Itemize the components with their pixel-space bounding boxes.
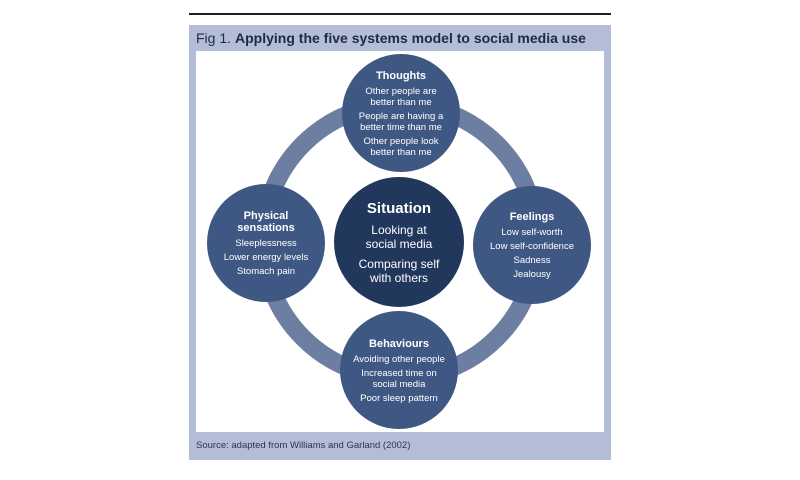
diagram-panel: Thoughts Other people are better than me…	[189, 51, 611, 432]
physical-node: Physical sensations Sleeplessness Lower …	[210, 197, 322, 289]
thoughts-item: People are having a better time than me	[358, 111, 444, 133]
feelings-item: Low self-confidence	[490, 240, 574, 252]
behaviours-item: Increased time on social media	[361, 368, 437, 390]
thoughts-node: Thoughts Other people are better than me…	[344, 61, 458, 167]
figure: Fig 1.Applying the five systems model to…	[189, 13, 611, 460]
feelings-title: Feelings	[509, 210, 555, 223]
physical-circle	[207, 184, 325, 302]
figure-title: Applying the five systems model to socia…	[235, 30, 586, 46]
thoughts-item: Other people are better than me	[365, 86, 437, 108]
behaviours-circle	[340, 311, 458, 429]
physical-item: Stomach pain	[236, 265, 296, 277]
figure-source: Source: adapted from Williams and Garlan…	[189, 432, 611, 460]
situation-item: Comparing self with others	[358, 256, 440, 285]
feelings-circle	[473, 186, 591, 304]
thoughts-circle	[342, 54, 460, 172]
thoughts-item: Other people look better than me	[363, 136, 439, 158]
feelings-item: Low self-worth	[501, 226, 563, 238]
diagram-graphic	[207, 54, 591, 429]
thoughts-title: Thoughts	[375, 70, 427, 82]
situation-node: Situation Looking at social media Compar…	[339, 187, 459, 297]
figure-number: Fig 1.	[196, 30, 232, 46]
top-rule	[189, 13, 611, 15]
feelings-item: Sadness	[513, 254, 551, 266]
situation-circle	[334, 177, 464, 307]
feelings-item: Jealousy	[513, 268, 551, 280]
physical-item: Lower energy levels	[223, 251, 309, 263]
diagram-area: Thoughts Other people are better than me…	[196, 51, 604, 432]
physical-item: Sleeplessness	[235, 237, 297, 249]
situation-title: Situation	[366, 199, 432, 217]
behaviours-title: Behaviours	[369, 338, 429, 350]
behaviours-item: Poor sleep pattern	[360, 393, 438, 404]
behaviours-node: Behaviours Avoiding other people Increas…	[342, 326, 456, 416]
situation-item: Looking at social media	[365, 222, 433, 251]
feelings-node: Feelings Low self-worth Low self-confide…	[477, 200, 587, 290]
behaviours-item: Avoiding other people	[353, 354, 445, 365]
physical-title: Physical sensations	[237, 209, 295, 234]
figure-title-bar: Fig 1.Applying the five systems model to…	[189, 25, 611, 51]
